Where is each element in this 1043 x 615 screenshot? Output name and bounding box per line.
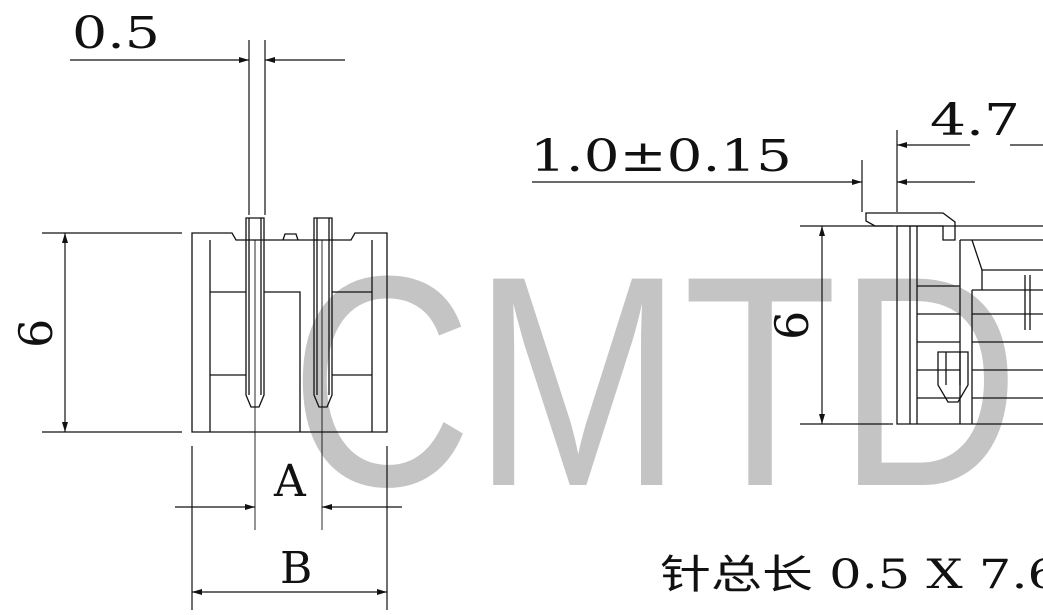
front-housing-outline: [191, 232, 388, 433]
dim-tolerance-label: 1.0±0.15: [530, 131, 792, 182]
dim-depth-label: 4.7: [930, 95, 1020, 146]
side-pin-top: [865, 212, 956, 241]
dim-height-front-label: 6: [9, 319, 63, 348]
dim-overall-label: B: [280, 543, 312, 594]
dim-pitch-label: A: [273, 456, 307, 507]
side-housing-outline: [896, 226, 1043, 425]
pin-right: [313, 217, 333, 408]
front-view: [191, 217, 388, 530]
side-view: [865, 212, 1043, 425]
dim-height-side-label: 6: [765, 311, 819, 340]
dim-height-side: [800, 225, 893, 425]
dim-pin-width-label: 0.5: [72, 8, 160, 59]
pin-length-note: 针总长 0.5 X 7.6: [660, 552, 1043, 598]
side-pin-tip: [937, 351, 969, 403]
dim-pin-width: [70, 40, 345, 215]
pin-left: [245, 217, 265, 408]
dim-overall: [191, 446, 388, 610]
watermark-text: CMTDI: [290, 213, 1043, 549]
dim-height-front: [42, 232, 182, 433]
